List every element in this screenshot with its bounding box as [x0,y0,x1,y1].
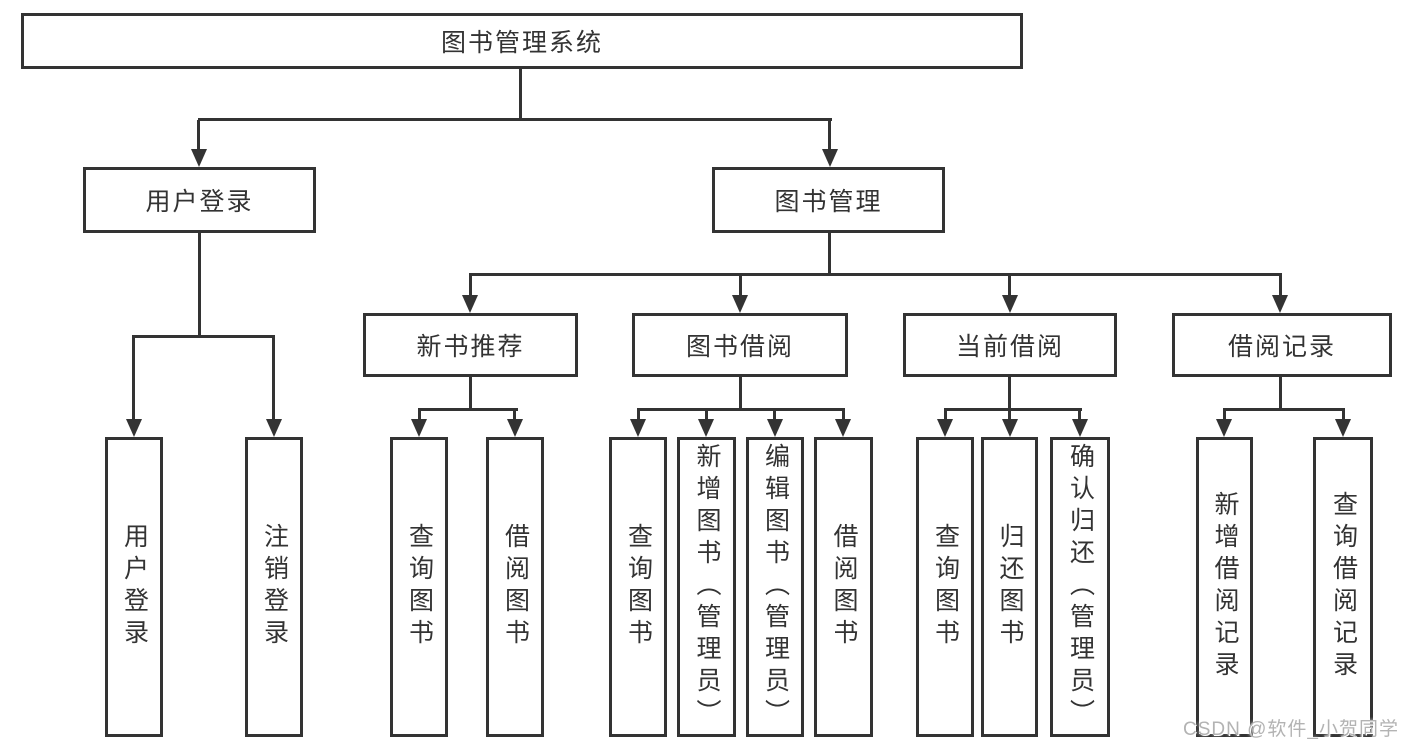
connector-bookmgmt-bar [469,273,1282,276]
arrow-down-icon [1216,419,1232,437]
connector-drop [1342,410,1345,420]
leaf-label: 归还图书 [996,523,1024,651]
arrow-down-icon [462,295,478,313]
arrow-down-icon [822,149,838,167]
connector-drop [773,410,776,420]
node-user-login-group: 用户登录 [83,167,316,233]
connector-newbook-trunk [469,377,472,409]
arrow-down-icon [698,419,714,437]
node-book-management: 图书管理 [712,167,945,233]
arrow-down-icon [411,419,427,437]
node-root: 图书管理系统 [21,13,1023,69]
leaf-confirm-return-admin: 确认归还（管理员） [1050,437,1110,737]
leaf-query-borrow-record: 查询借阅记录 [1313,437,1373,737]
watermark: CSDN @软件_小贺同学 [1183,719,1399,740]
leaf-label: 确认归还（管理员） [1066,443,1095,731]
connector-bookmgmt-trunk [828,233,831,275]
connector-root-bar [198,118,832,121]
leaf-label: 编辑图书（管理员） [761,443,790,731]
connector-drop [1078,410,1081,420]
connector-drop [1223,410,1226,420]
connector-bookborrow-bar [637,408,845,411]
arrow-down-icon [1002,295,1018,313]
leaf-label: 查询图书 [624,523,653,651]
connector-drop [1008,275,1011,297]
arrow-down-icon [126,419,142,437]
arrow-down-icon [835,419,851,437]
node-new-book-recommend: 新书推荐 [363,313,578,377]
leaf-label: 新增图书（管理员） [693,443,721,731]
arrow-down-icon [767,419,783,437]
leaf-label: 查询图书 [405,523,434,651]
leaf-query-books-recommend: 查询图书 [390,437,448,737]
connector-drop [705,410,708,420]
leaf-query-books-borrow: 查询图书 [609,437,667,737]
leaf-user-login: 用户登录 [105,437,163,737]
arrow-down-icon [1335,419,1351,437]
connector-drop [1279,275,1282,297]
leaf-borrow-books-recommend: 借阅图书 [486,437,544,737]
arrow-down-icon [507,419,523,437]
arrow-down-icon [191,149,207,167]
connector-userlogin-trunk [198,233,201,337]
connector-drop [842,410,845,420]
connector-bookborrow-trunk [739,377,742,409]
leaf-add-borrow-record: 新增借阅记录 [1196,437,1253,737]
node-book-borrow: 图书借阅 [632,313,848,377]
leaf-label: 借阅图书 [830,523,858,651]
arrow-down-icon [630,419,646,437]
connector-drop [513,410,516,420]
connector-root-trunk [519,69,522,121]
connector-drop [197,120,200,151]
arrow-down-icon [1002,419,1018,437]
connector-drop [132,337,135,420]
leaf-label: 用户登录 [120,523,149,651]
leaf-label: 借阅图书 [501,523,530,651]
connector-records-trunk [1279,377,1282,409]
connector-currentborrow-bar [944,408,1082,411]
connector-drop [1008,410,1011,420]
connector-drop [418,410,421,420]
connector-drop [944,410,947,420]
connector-drop [272,337,275,420]
connector-userlogin-bar [132,335,275,338]
leaf-return-books: 归还图书 [981,437,1038,737]
node-borrow-records: 借阅记录 [1172,313,1392,377]
arrow-down-icon [1272,295,1288,313]
leaf-logout: 注销登录 [245,437,303,737]
connector-records-bar [1223,408,1345,411]
leaf-label: 查询借阅记录 [1329,491,1358,683]
leaf-edit-books-admin: 编辑图书（管理员） [746,437,804,737]
arrow-down-icon [266,419,282,437]
leaf-label: 新增借阅记录 [1211,491,1239,683]
leaf-add-books-admin: 新增图书（管理员） [677,437,736,737]
leaf-label: 查询图书 [931,523,960,651]
leaf-borrow-books: 借阅图书 [814,437,873,737]
connector-drop [828,120,831,151]
arrow-down-icon [732,295,748,313]
connector-currentborrow-trunk [1008,377,1011,409]
connector-drop [469,275,472,297]
arrow-down-icon [937,419,953,437]
connector-drop [637,410,640,420]
connector-drop [739,275,742,297]
node-current-borrow: 当前借阅 [903,313,1117,377]
leaf-label: 注销登录 [260,523,289,651]
leaf-query-books-current: 查询图书 [916,437,974,737]
arrow-down-icon [1072,419,1088,437]
connector-newbook-bar [418,408,518,411]
